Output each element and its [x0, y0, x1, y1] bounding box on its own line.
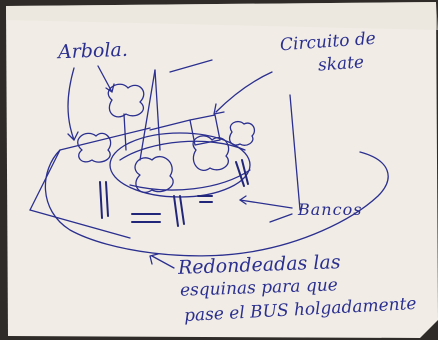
tree-top-left	[107, 83, 145, 118]
tree-right	[192, 135, 230, 171]
arrow-bench-1	[239, 199, 293, 209]
bench-left	[99, 181, 109, 219]
ramp-edge	[149, 119, 191, 131]
tree-far-right	[228, 120, 256, 146]
label-benches: Bancos	[298, 200, 363, 219]
bench-small	[197, 195, 213, 203]
plaza-outline	[44, 149, 389, 257]
arrow-note-head	[149, 253, 159, 265]
tree-trunk-1	[123, 113, 127, 151]
paper-shadow	[6, 2, 438, 30]
arrow-skate	[215, 71, 273, 113]
skate-circuit-inner-2	[129, 169, 251, 191]
arrow-trees-2-head	[67, 131, 79, 141]
plaza-edge-left	[29, 127, 151, 211]
arrow-trees-1-head	[105, 83, 115, 93]
arrow-note	[151, 255, 175, 269]
arrow-trees-2	[67, 67, 75, 141]
label-skate-circuit-line2: skate	[317, 52, 365, 76]
benches-group	[99, 159, 249, 227]
skate-ramp	[189, 114, 221, 146]
arrow-trees-1	[97, 65, 113, 93]
arrow-skate-head	[213, 103, 225, 115]
arrow-bench-1-head	[239, 195, 247, 205]
post-line-2	[289, 94, 301, 211]
skate-circuit-inner	[119, 140, 246, 161]
arrow-bench-2	[269, 213, 293, 223]
label-trees: Arbola.	[57, 38, 129, 64]
bench-center	[173, 195, 185, 227]
tree-center	[134, 155, 174, 193]
bench-right	[235, 159, 249, 187]
canopy-line	[169, 59, 213, 73]
bench-bottom	[131, 213, 161, 223]
plaza-edge-bottom	[29, 209, 131, 239]
post-line-1	[154, 69, 161, 151]
post-line-3	[139, 69, 156, 161]
tree-left	[77, 132, 112, 163]
